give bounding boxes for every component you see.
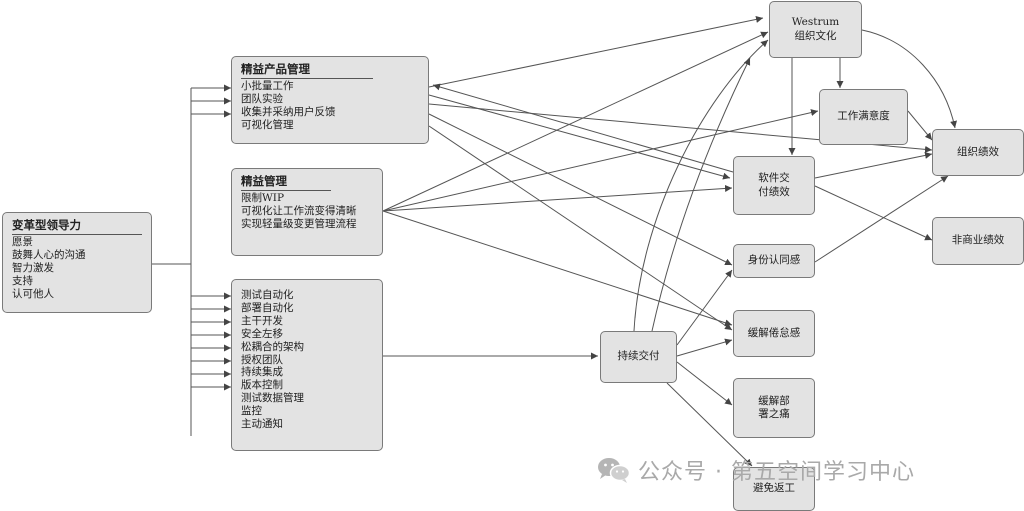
edge-sw-delivery-lean-product: [432, 83, 734, 173]
node-label-line: 缓解部: [758, 394, 790, 407]
node-label-line: 工作满意度: [837, 110, 890, 123]
leadership-title: 变革型领导力: [12, 218, 81, 232]
identity-label: 身份认同感: [748, 254, 801, 268]
node-label-line: 非商业绩效: [951, 234, 1005, 247]
lean-product-box: 精益产品管理 小批量工作团队实验收集并采纳用户反馈可视化管理: [231, 56, 429, 144]
list-item: 愿景: [12, 236, 33, 248]
edge-identity-org-perf: [814, 175, 949, 263]
non-commercial-box: 非商业绩效: [932, 217, 1024, 265]
edge-lean-mgmt-job-satisfaction: [382, 109, 819, 212]
edge-lean-mgmt-burnout: [382, 210, 733, 327]
list-item: 认可他人: [12, 287, 54, 300]
node-label-line: 组织文化: [794, 29, 837, 42]
rework-label: 避免返工: [753, 482, 795, 496]
lean-mgmt-title: 精益管理: [241, 174, 287, 188]
list-item: 松耦合的架构: [241, 340, 304, 353]
tech-practices-box: 测试自动化部署自动化主干开发安全左移松耦合的架构授权团队持续集成版本控制测试数据…: [231, 279, 383, 451]
edge-cd-rework: [666, 382, 753, 467]
edge-sw-delivery-non-commercial: [814, 185, 933, 241]
edge-lean-product-burnout: [428, 125, 733, 331]
node-label-line: 缓解倦怠感: [747, 326, 801, 339]
identity-box: 身份认同感: [733, 244, 815, 278]
list-item: 小批量工作: [241, 80, 294, 92]
list-item: 监控: [241, 405, 262, 418]
job-satisfaction-label: 工作满意度: [837, 110, 890, 124]
list-item: 安全左移: [241, 327, 283, 340]
edge-job-satisfaction-org-perf: [907, 110, 933, 141]
list-item: 可视化管理: [241, 118, 294, 131]
edge-cd-westrum-2: [651, 57, 751, 332]
tech-practices-items: 测试自动化部署自动化主干开发安全左移松耦合的架构授权团队持续集成版本控制测试数据…: [241, 289, 374, 431]
node-label-line: 组织绩效: [957, 145, 999, 158]
edge-cd-deploy-pain: [676, 361, 733, 406]
lean-product-title-rule: [241, 78, 373, 79]
continuous-delivery-box: 持续交付: [600, 331, 677, 383]
list-item: 限制WIP: [241, 192, 285, 204]
list-item: 持续集成: [241, 366, 283, 379]
deploy-pain-box: 缓解部署之痛: [733, 378, 815, 438]
lean-mgmt-title-rule: [241, 190, 331, 191]
edge-lean-mgmt-sw-delivery: [382, 184, 733, 212]
non-commercial-label: 非商业绩效: [952, 234, 1005, 248]
node-label-line: 避免返工: [753, 482, 795, 495]
job-satisfaction-box: 工作满意度: [819, 89, 908, 145]
continuous-delivery-label: 持续交付: [618, 350, 660, 364]
edge-westrum-org-perf: [861, 29, 957, 129]
list-item: 版本控制: [241, 379, 283, 392]
burnout-label: 缓解倦怠感: [748, 327, 801, 341]
list-item: 主动通知: [241, 418, 283, 431]
burnout-box: 缓解倦怠感: [733, 310, 815, 357]
edge-lean-mgmt-westrum: [382, 31, 769, 212]
org-performance-label: 组织绩效: [957, 146, 999, 160]
list-item: 支持: [12, 274, 33, 287]
list-item: 部署自动化: [241, 301, 294, 314]
leadership-box: 变革型领导力 愿景鼓舞人心的沟通智力激发支持认可他人: [2, 212, 152, 313]
edge-sw-delivery-org-perf: [814, 151, 933, 179]
edge-lean-product-identity: [428, 113, 733, 266]
node-label-line: 署之痛: [758, 408, 790, 420]
edge-cd-burnout: [676, 338, 733, 357]
node-label-line: Westrum: [791, 16, 840, 28]
list-item: 主干开发: [241, 314, 283, 327]
list-item: 鼓舞人心的沟通: [12, 248, 86, 261]
node-label-line: 软件交: [758, 172, 790, 184]
edge-lean-product-westrum: [428, 15, 764, 88]
lean-product-title: 精益产品管理: [241, 62, 310, 76]
watermark: 公众号 · 第五空间学习中心: [596, 454, 915, 486]
watermark-text: 公众号 · 第五空间学习中心: [638, 460, 915, 485]
node-label-line: 持续交付: [617, 350, 660, 363]
list-item: 授权团队: [241, 353, 283, 366]
node-label-line: 付绩效: [758, 185, 790, 198]
list-item: 团队实验: [241, 92, 283, 105]
list-item: 测试自动化: [241, 289, 294, 301]
list-item: 实现轻量级变更管理流程: [241, 217, 357, 230]
list-item: 可视化让工作流变得清晰: [241, 204, 357, 217]
leadership-title-rule: [12, 234, 142, 235]
list-item: 收集并采纳用户反馈: [241, 105, 336, 118]
org-performance-box: 组织绩效: [932, 129, 1024, 176]
deploy-pain-label: 缓解部署之痛: [758, 395, 790, 422]
node-label-line: 身份认同感: [747, 254, 801, 267]
leadership-items: 愿景鼓舞人心的沟通智力激发支持认可他人: [12, 236, 143, 301]
edge-cd-identity: [676, 269, 733, 346]
edge-cd-westrum: [633, 39, 769, 332]
lean-product-items: 小批量工作团队实验收集并采纳用户反馈可视化管理: [241, 80, 420, 132]
sw-delivery-label: 软件交付绩效: [758, 172, 790, 199]
list-item: 智力激发: [12, 261, 54, 274]
sw-delivery-box: 软件交付绩效: [733, 156, 815, 215]
wechat-icon: [598, 458, 631, 483]
list-item: 测试数据管理: [241, 392, 304, 405]
